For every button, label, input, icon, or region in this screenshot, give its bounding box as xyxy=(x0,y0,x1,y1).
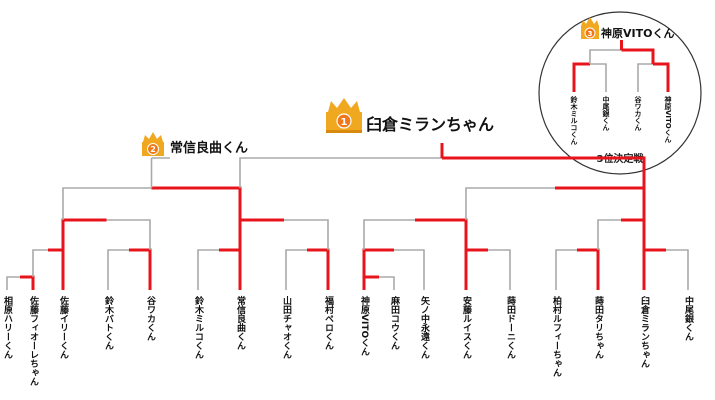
tp-line-3 xyxy=(653,62,670,92)
tp-line-5 xyxy=(621,48,655,64)
player-name-1: 佐藤フィオーレちゃん xyxy=(28,295,40,386)
bracket-line-17 xyxy=(379,276,395,290)
player-name-7: 山田チャオくん xyxy=(281,295,292,359)
player-name-6: 常信良曲くん xyxy=(235,295,246,350)
player-name-13: 蒔田ドーニくん xyxy=(505,295,516,359)
bracket-line-21 xyxy=(488,249,511,290)
player-name-8: 福村ペロくん xyxy=(323,295,335,350)
player-name-11: 矢ノ中永遠くん xyxy=(419,295,431,359)
player-name-12: 安藤ルイスくん xyxy=(461,295,472,359)
player-names: 相原ハリーくん 佐藤フィオーレちゃん 佐藤イリーくん 鈴木バトくん 谷ワカくん 鈴木ミルコ… xyxy=(2,295,695,386)
medal-icon: 2 xyxy=(147,143,159,155)
bracket-line-12 xyxy=(238,218,284,250)
third-place-lines xyxy=(572,40,670,92)
player-name-15: 蒔田タリちゃん xyxy=(593,295,604,359)
bracket-line-31 xyxy=(555,186,646,220)
bracket-line-8 xyxy=(197,249,219,290)
bracket-line-25 xyxy=(577,248,600,290)
bracket-line-19 xyxy=(394,249,425,290)
svg-text:3: 3 xyxy=(588,30,593,38)
bracket-line-30 xyxy=(465,187,555,220)
medal-icon: 3 xyxy=(584,27,596,39)
bracket-line-26 xyxy=(642,248,666,290)
bracket-line-10 xyxy=(285,249,307,290)
tp-line-0 xyxy=(572,62,590,92)
bracket-line-1 xyxy=(20,275,35,290)
third-place-circle xyxy=(538,11,702,175)
champion-badge: 1 臼倉ミランちゃん xyxy=(326,98,494,134)
third-place-player-1: 中尾銀くん xyxy=(602,95,611,131)
bracket-line-9 xyxy=(219,248,242,290)
bracket-line-23 xyxy=(415,218,468,250)
bracket-line-15 xyxy=(151,186,242,220)
bracket-line-3 xyxy=(48,248,65,290)
bracket-line-27 xyxy=(666,249,689,290)
svg-text:2: 2 xyxy=(150,145,156,154)
third-place-player-names: 鈴木ミルコくん 中尾銀くん 谷ワカくん 神原VITOくん xyxy=(570,95,673,145)
bracket-line-5 xyxy=(129,248,152,290)
player-name-17: 中尾銀くん xyxy=(683,295,695,341)
tp-line-4 xyxy=(589,49,622,64)
runner-up-name: 常信良曲くん xyxy=(170,140,248,156)
bracket-line-7 xyxy=(106,219,151,250)
player-name-4: 谷ワカくん xyxy=(145,295,156,341)
bracket-line-20 xyxy=(464,248,488,290)
bracket-line-14 xyxy=(62,187,152,220)
player-name-2: 佐藤イリーくん xyxy=(58,295,70,359)
third-place-winner: 3 神原VITOくん xyxy=(581,17,674,40)
bracket-line-28 xyxy=(597,219,621,250)
bracket-line-22 xyxy=(363,219,415,250)
bracket-line-4 xyxy=(107,249,129,290)
bracket-line-24 xyxy=(555,249,577,290)
third-place-player-3: 神原VITOくん xyxy=(664,95,672,143)
bracket-line-29 xyxy=(621,218,646,250)
bracket-line-18 xyxy=(362,248,394,277)
player-name-9: 神原VITOくん xyxy=(359,295,370,356)
third-place-winner-name: 神原VITOくん xyxy=(601,26,674,40)
bracket-line-6 xyxy=(61,218,107,250)
bracket-line-32 xyxy=(239,157,442,188)
player-name-10: 麻田コウくん xyxy=(389,295,401,350)
bracket-lines xyxy=(6,143,689,290)
player-name-5: 鈴木ミルコくん xyxy=(193,295,205,359)
player-name-0: 相原ハリーくん xyxy=(2,295,13,359)
tp-line-2 xyxy=(637,63,653,92)
bracket-line-0 xyxy=(6,276,20,290)
bracket-line-33 xyxy=(442,156,646,188)
player-name-14: 柏村ルフィーちゃん xyxy=(551,295,562,377)
svg-text:1: 1 xyxy=(341,117,348,128)
tp-line-1 xyxy=(590,63,607,92)
third-place-player-2: 谷ワカくん xyxy=(634,95,643,131)
bracket-line-13 xyxy=(284,219,329,250)
player-name-16: 臼倉ミランちゃん xyxy=(639,295,651,368)
bracket-line-11 xyxy=(307,248,330,290)
runner-up-badge: 2 常信良曲くん xyxy=(142,132,248,156)
third-place-player-0: 鈴木ミルコくん xyxy=(570,95,579,145)
bracket-line-2 xyxy=(32,249,48,277)
champion-name: 臼倉ミランちゃん xyxy=(366,115,494,134)
bracket-line-16 xyxy=(362,275,379,290)
medal-icon: 1 xyxy=(336,113,352,129)
player-name-3: 鈴木バトくん xyxy=(103,295,115,350)
